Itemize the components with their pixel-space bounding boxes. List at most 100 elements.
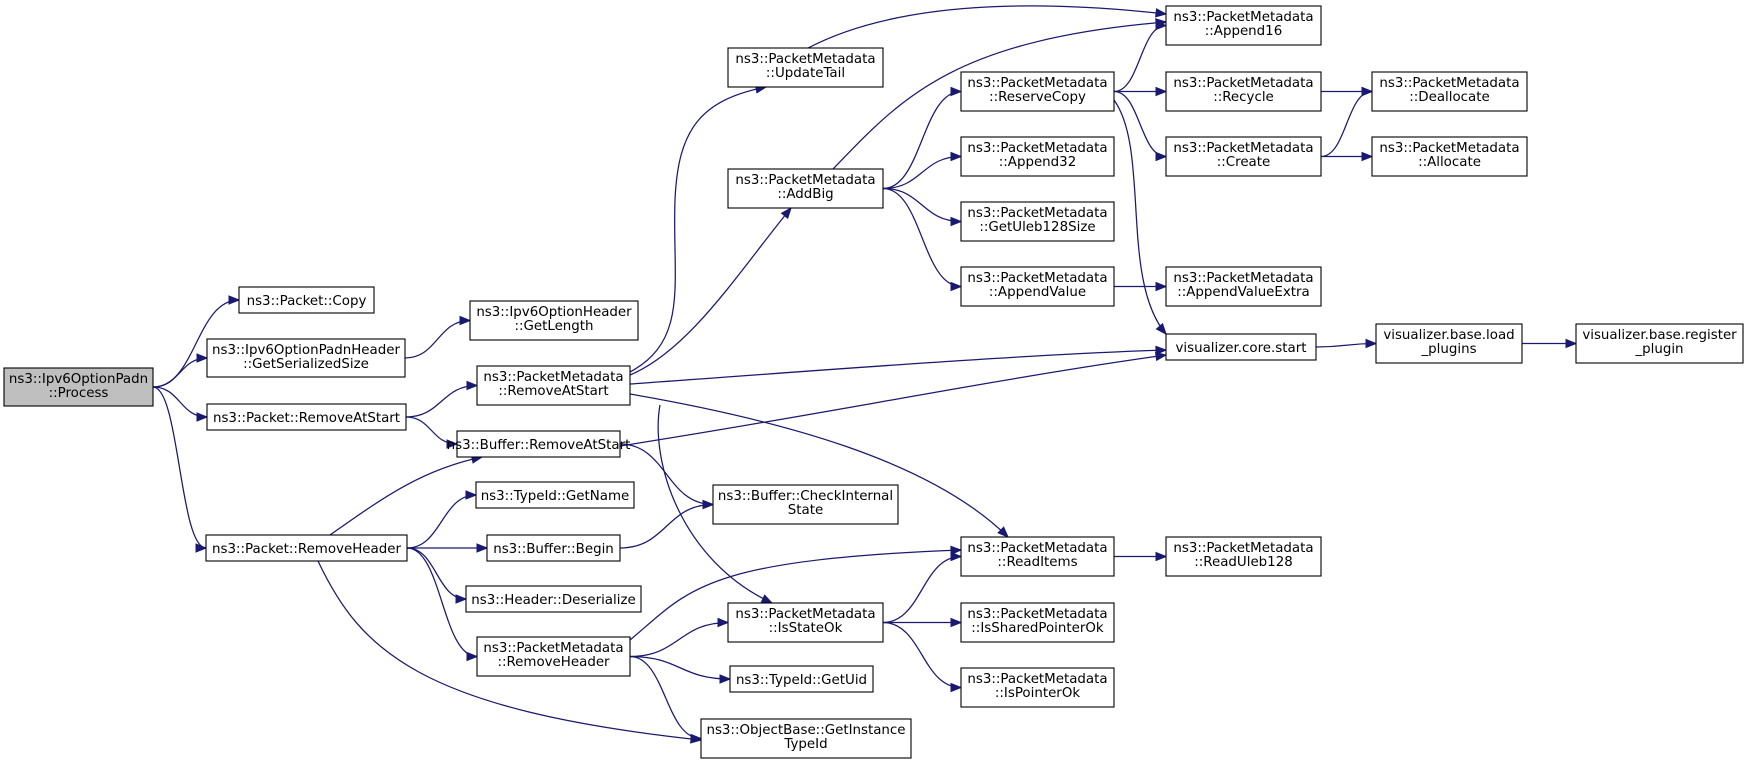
node-pm-alloc[interactable]: ns3::PacketMetadata::Allocate [1371,136,1528,177]
edge-pkt_rh-to-hdr_deser [406,547,468,604]
node-pm-ras[interactable]: ns3::PacketMetadata::RemoveAtStart [476,365,631,406]
node-box [476,365,631,406]
edge-line [404,319,471,359]
arrowhead-icon [950,151,963,162]
node-padn-gss[interactable]: ns3::Ipv6OptionPadnHeader::GetSerialized… [206,338,406,378]
edge-buf_begin-to-buf_cis [619,499,715,549]
edge-line [406,547,478,658]
edge-line [406,494,477,549]
node-pm-ipo[interactable]: ns3::PacketMetadata::IsPointerOk [960,667,1115,708]
arrowhead-icon [1155,151,1168,162]
arrowhead-icon [702,499,715,510]
node-pkt-copy[interactable]: ns3::Packet::Copy [238,286,375,314]
node-box [486,534,621,562]
node-layer: ns3::Ipv6OptionPadn::Processns3::Packet:… [3,5,1744,759]
node-vis-reg[interactable]: visualizer.base.register_plugin [1575,323,1744,364]
node-pm-av[interactable]: ns3::PacketMetadata::AppendValue [960,266,1115,307]
node-pm-ri[interactable]: ns3::PacketMetadata::ReadItems [960,536,1115,577]
edge-line [317,560,702,741]
node-pm-a16[interactable]: ns3::PacketMetadata::Append16 [1165,5,1322,46]
node-pkt-rh[interactable]: ns3::Packet::RemoveHeader [205,534,408,562]
node-box [960,667,1115,708]
node-pm-ispo[interactable]: ns3::PacketMetadata::IsSharedPointerOk [960,602,1115,643]
node-box [3,367,154,407]
node-label: ns3::PacketMetadata [1379,76,1519,91]
arrowhead-icon [950,281,963,292]
arrowhead-icon [950,86,963,97]
arrowhead-icon [1365,338,1378,349]
node-label: ::AppendValueExtra [1177,285,1310,300]
node-label: ns3::PacketMetadata [967,672,1107,687]
node-vis-start[interactable]: visualizer.core.start [1165,333,1317,361]
node-label: ns3::PacketMetadata [1173,271,1313,286]
node-pm-rul[interactable]: ns3::PacketMetadata::ReadUleb128 [1165,536,1322,577]
node-pm-rc[interactable]: ns3::PacketMetadata::ReserveCopy [960,71,1115,112]
node-pm-rh[interactable]: ns3::PacketMetadata::RemoveHeader [476,636,631,677]
node-label: ns3::TypeId::GetUid [736,673,867,688]
edge-vis_load-to-vis_reg [1522,338,1578,349]
node-pm-ave[interactable]: ns3::PacketMetadata::AppendValueExtra [1165,266,1322,307]
node-vis-load[interactable]: visualizer.base.load_plugins [1375,323,1523,364]
node-label: ns3::Ipv6OptionHeader [476,305,632,320]
node-label: ::AppendValue [989,285,1086,300]
node-label: ns3::Packet::RemoveHeader [212,542,401,557]
edge-pkt_rh-to-pm_rh [406,547,479,662]
node-box [1165,333,1317,361]
arrowhead-icon [196,412,209,422]
arrowhead-icon [950,216,963,227]
node-box [960,602,1115,643]
node-label: ns3::Buffer::CheckInternal [718,489,893,504]
node-label: ::Create [1217,155,1271,170]
node-label: ::ReserveCopy [989,90,1086,105]
edge-vis_start-to-vis_load [1315,338,1378,349]
node-buf-begin[interactable]: ns3::Buffer::Begin [486,534,621,562]
node-tid-name[interactable]: ns3::TypeId::GetName [475,481,635,509]
node-pm-dealloc[interactable]: ns3::PacketMetadata::Deallocate [1371,71,1528,112]
edge-pkt_rh-to-buf_ras [329,454,484,536]
node-label: ns3::PacketMetadata [1173,141,1313,156]
arrowhead-icon [950,551,963,562]
edge-pm_rh-to-ob_git [629,655,703,744]
edge-pm_create-to-pm_dealloc [1320,86,1374,158]
node-buf-ras[interactable]: ns3::Buffer::RemoveAtStart [447,430,631,458]
edge-pm_iso-to-pm_ipo [882,621,963,693]
node-pkt-ras[interactable]: ns3::Packet::RemoveAtStart [206,403,407,431]
node-label: ns3::PacketMetadata [1173,10,1313,25]
arrowhead-icon [997,526,1009,538]
arrowhead-icon [1154,351,1168,362]
edge-line [657,404,773,604]
node-box [475,481,635,509]
edge-pm_rc-to-pm_create [1113,90,1168,162]
arrowhead-icon [465,490,478,500]
node-label: ns3::PacketMetadata [967,271,1107,286]
node-opt-getlen[interactable]: ns3::Ipv6OptionHeader::GetLength [469,300,639,341]
node-label: ns3::PacketMetadata [967,541,1107,556]
node-pm-ut[interactable]: ns3::PacketMetadata::UpdateTail [727,47,884,88]
node-pm-iso[interactable]: ns3::PacketMetadata::IsStateOk [727,602,884,643]
node-pm-gus[interactable]: ns3::PacketMetadata::GetUleb128Size [960,201,1115,242]
node-label: ns3::PacketMetadata [1379,141,1519,156]
node-label: ns3::Packet::RemoveAtStart [213,411,400,426]
node-pm-recycle[interactable]: ns3::PacketMetadata::Recycle [1165,71,1322,112]
edge-line [1113,90,1167,158]
node-label: State [788,503,823,518]
edge-line [629,621,729,658]
node-tid-uid[interactable]: ns3::TypeId::GetUid [729,665,874,693]
arrowhead-icon [950,682,963,693]
node-label: ns3::Ipv6OptionPadn [9,372,148,387]
node-box [1165,536,1322,577]
node-hdr-deser[interactable]: ns3::Header::Deserialize [465,585,642,613]
node-pm-create[interactable]: ns3::PacketMetadata::Create [1165,136,1322,177]
arrowhead-icon [455,594,468,604]
arrowhead-icon [717,617,730,628]
node-pm-a32[interactable]: ns3::PacketMetadata::Append32 [960,136,1115,177]
node-label: _plugin [1634,342,1683,357]
node-label: ::GetUleb128Size [979,220,1095,235]
node-pm-addbig[interactable]: ns3::PacketMetadata::AddBig [727,168,884,209]
node-box [1165,136,1322,177]
node-process[interactable]: ns3::Ipv6OptionPadn::Process [3,367,154,407]
node-box [465,585,642,613]
